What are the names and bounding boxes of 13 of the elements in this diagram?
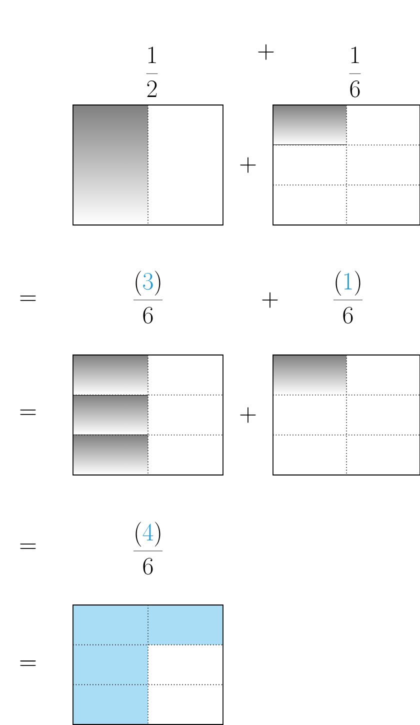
plus-sign: $+$ [258,44,274,60]
equals-sign: $=$ [20,544,36,549]
equals-sign: $=$ [20,410,36,415]
fraction: $\frac{(\color{answer}4\color{black})}{6}$ [133,522,162,575]
fraction: $\frac{1}{2}$ [146,46,158,97]
fraction: $\frac{(\color{answer}1\color{black})}{6}$ [333,270,362,324]
plus-sign: $+$ [240,157,256,173]
equals-sign: $=$ [20,296,36,301]
fraction: $\frac{(\color{answer}3\color{black})}{6}$ [133,270,162,324]
plus-sign: $+$ [240,407,256,423]
fraction: $\frac{1}{6}$ [349,46,361,98]
equals-sign: $=$ [20,660,36,666]
plus-sign: $+$ [262,292,278,308]
